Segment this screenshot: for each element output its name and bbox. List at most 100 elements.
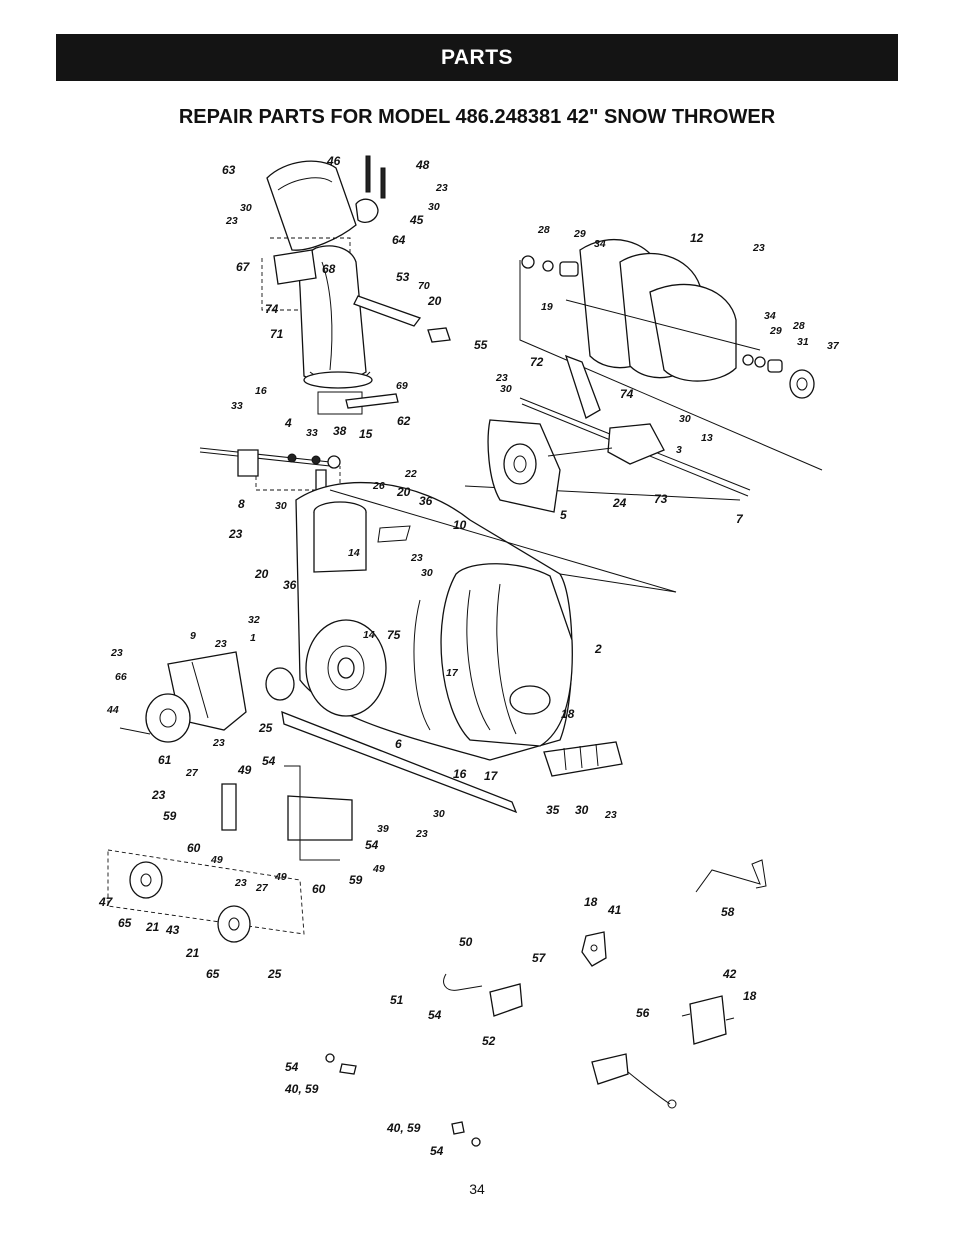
bearing-37 [789, 369, 815, 399]
part-callout-30: 30 [240, 202, 252, 214]
crank-bracket-8 [237, 449, 259, 477]
part-callout-29: 29 [769, 325, 782, 337]
part-callout-65: 65 [118, 916, 132, 930]
part-callout-53: 53 [396, 270, 410, 284]
bracket-42 [689, 995, 727, 1045]
skid-shoe-35 [543, 741, 623, 777]
part-callout-25: 25 [267, 967, 282, 981]
part-callout-65: 65 [206, 967, 220, 981]
part-callout-54: 54 [428, 1008, 442, 1022]
part-callout-12: 12 [690, 231, 704, 245]
part-callout-6: 6 [395, 737, 402, 751]
part-callout-55: 55 [474, 338, 488, 352]
idler-pulley-65b [217, 905, 251, 943]
part-callout-20: 20 [427, 294, 442, 308]
bracket-57 [489, 983, 523, 1017]
part-callout-37: 37 [827, 340, 840, 352]
part-callout-23: 23 [234, 877, 247, 889]
part-callout-4: 4 [284, 416, 292, 430]
part-callout-25: 25 [258, 721, 273, 735]
part-callout-23: 23 [604, 809, 617, 821]
part-callout-19: 19 [541, 301, 553, 313]
part-callout-67: 67 [236, 260, 251, 274]
part-callout-54: 54 [285, 1060, 299, 1074]
part-callout-75: 75 [387, 628, 401, 642]
drive-pulley-assembly [107, 651, 353, 943]
chute-crank-assembly [199, 447, 341, 501]
pulley-66 [145, 693, 191, 743]
part-callout-23: 23 [435, 182, 448, 194]
part-callout-27: 27 [185, 767, 199, 779]
part-callout-74: 74 [265, 302, 279, 316]
part-callout-34: 34 [594, 238, 606, 250]
part-callout-16: 16 [255, 385, 267, 397]
part-callout-23: 23 [415, 828, 428, 840]
chute-bracket-67 [273, 249, 317, 285]
part-callout-33: 33 [231, 400, 243, 412]
part-callout-57: 57 [532, 951, 547, 965]
part-callout-62: 62 [397, 414, 411, 428]
part-callout-64: 64 [392, 233, 406, 247]
part-callout-31: 31 [797, 336, 809, 348]
section-header-bar: PARTS [56, 34, 898, 81]
part-callout-18: 18 [584, 895, 598, 909]
chute-crank-hook-58 [695, 859, 767, 893]
part-callout-17: 17 [484, 769, 499, 783]
chute-clip-62 [345, 393, 399, 409]
part-callout-5: 5 [560, 508, 567, 522]
page-number: 34 [469, 1181, 485, 1197]
part-callout-28: 28 [792, 320, 805, 332]
part-callout-51: 51 [390, 993, 404, 1007]
part-callout-60: 60 [187, 841, 201, 855]
part-callout-23: 23 [228, 527, 243, 541]
part-callout-38: 38 [333, 424, 347, 438]
part-callout-10: 10 [453, 518, 467, 532]
part-callout-52: 52 [482, 1034, 496, 1048]
part-callout-16: 16 [453, 767, 467, 781]
part-callout-23: 23 [752, 242, 765, 254]
part-callout-21: 21 [185, 946, 200, 960]
part-callout-54: 54 [365, 838, 379, 852]
part-callout-23: 23 [214, 638, 227, 650]
part-callout-48: 48 [415, 158, 430, 172]
part-callout-46: 46 [326, 154, 341, 168]
part-callout-50: 50 [459, 935, 473, 949]
part-callout-30: 30 [433, 808, 445, 820]
part-callout-17: 17 [446, 667, 459, 679]
part-callout-14: 14 [363, 629, 375, 641]
handle-cover-55 [427, 327, 451, 343]
part-callout-33: 33 [306, 427, 318, 439]
part-callout-70: 70 [418, 280, 430, 292]
section-label: PARTS [440, 45, 514, 69]
part-callout-49: 49 [237, 763, 252, 777]
part-callout-44: 44 [106, 704, 119, 716]
part-callout-27: 27 [255, 882, 269, 894]
part-callout-71: 71 [270, 327, 284, 341]
part-callout-34: 34 [764, 310, 776, 322]
part-callout-30: 30 [679, 413, 691, 425]
part-callout-13: 13 [701, 432, 713, 444]
part-callout-39: 39 [377, 823, 389, 835]
part-callout-41: 41 [607, 903, 622, 917]
bracket-56 [591, 1053, 629, 1085]
part-callout-23: 23 [225, 215, 238, 227]
part-callout-61: 61 [158, 753, 172, 767]
part-callout-23: 23 [495, 372, 508, 384]
part-callout-49: 49 [372, 863, 385, 875]
chute-deflector-63 [266, 160, 357, 251]
part-callout-40-59: 40, 59 [386, 1121, 421, 1135]
part-callout-47: 47 [98, 895, 114, 909]
part-callout-73: 73 [654, 492, 668, 506]
part-callout-18: 18 [743, 989, 757, 1003]
part-callout-30: 30 [500, 383, 512, 395]
part-callout-7: 7 [736, 512, 744, 526]
pulley-1 [265, 667, 295, 701]
part-callout-36: 36 [283, 578, 297, 592]
part-callout-68: 68 [322, 262, 336, 276]
part-callout-30: 30 [575, 803, 589, 817]
part-callout-23: 23 [410, 552, 423, 564]
part-callout-23: 23 [110, 647, 123, 659]
crank-bracket-64 [355, 198, 379, 224]
side-plate-2 [440, 563, 573, 747]
